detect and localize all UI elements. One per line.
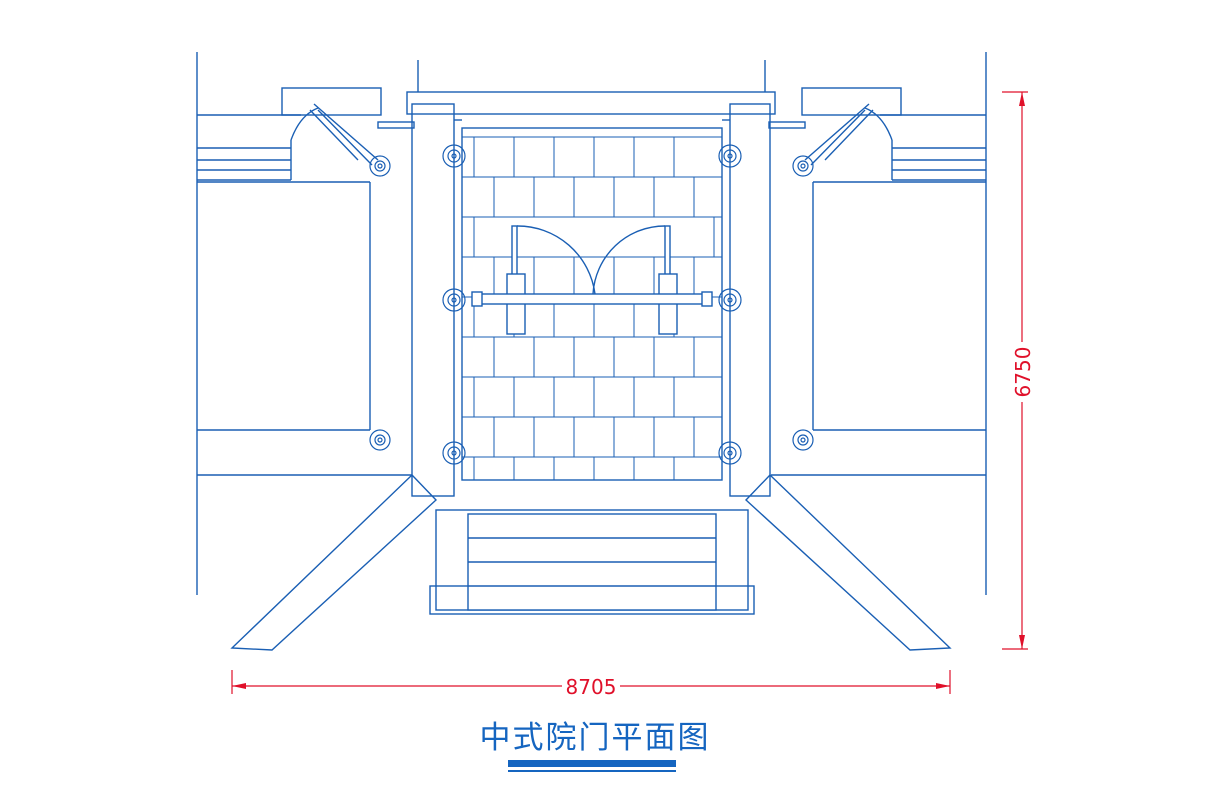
depth-arrow-bottom [1019, 635, 1025, 649]
width-arrow-left [232, 683, 246, 689]
left-wall-link [377, 121, 415, 129]
left-wing-cap [281, 87, 382, 116]
right-wing-brace-c [824, 109, 874, 161]
left-splay-wall [230, 474, 438, 651]
column-base [369, 155, 391, 177]
right-wing-brace-a [804, 103, 870, 161]
right-splay-wall [744, 474, 952, 651]
column-base [442, 441, 466, 465]
right-wing-brace-b [810, 109, 866, 166]
right-threshold-block [701, 291, 713, 307]
depth-arrow-top [1019, 92, 1025, 106]
left-wing-brace-b [317, 109, 373, 166]
depth-label-mask [1010, 342, 1034, 402]
right-wing-arch [864, 107, 893, 141]
dimensions: 8705 6750 [231, 91, 1035, 699]
door-leaves [471, 225, 713, 335]
width-dimension-label: 8705 [566, 675, 617, 699]
left-wing-brace-c [309, 109, 359, 161]
column-base [718, 144, 742, 168]
left-wing-arch [290, 107, 319, 141]
column-base [442, 288, 466, 312]
plan-lines [196, 52, 987, 651]
left-door-swing-arc [516, 225, 596, 295]
left-wing-brace-a [313, 103, 379, 161]
right-wing-cap [801, 87, 902, 116]
floor-paving-border [461, 127, 723, 481]
title-underline-thick [508, 760, 676, 767]
column-base [369, 429, 391, 451]
left-threshold-block [471, 291, 483, 307]
column-base [718, 441, 742, 465]
column-base [792, 429, 814, 451]
top-center-beam [406, 91, 776, 115]
depth-dimension-label: 6750 [1011, 347, 1035, 398]
floor-paving-grid [462, 136, 722, 480]
column-bases [369, 144, 814, 465]
title-underline-thin [508, 770, 676, 772]
width-label-mask [562, 676, 620, 696]
right-door-swing-arc [592, 225, 666, 295]
column-base [442, 144, 466, 168]
column-base [718, 288, 742, 312]
width-arrow-right [936, 683, 950, 689]
right-wall-link [768, 121, 806, 129]
column-base [792, 155, 814, 177]
door-threshold [477, 293, 705, 305]
drawing-title: 中式院门平面图 [479, 720, 711, 756]
